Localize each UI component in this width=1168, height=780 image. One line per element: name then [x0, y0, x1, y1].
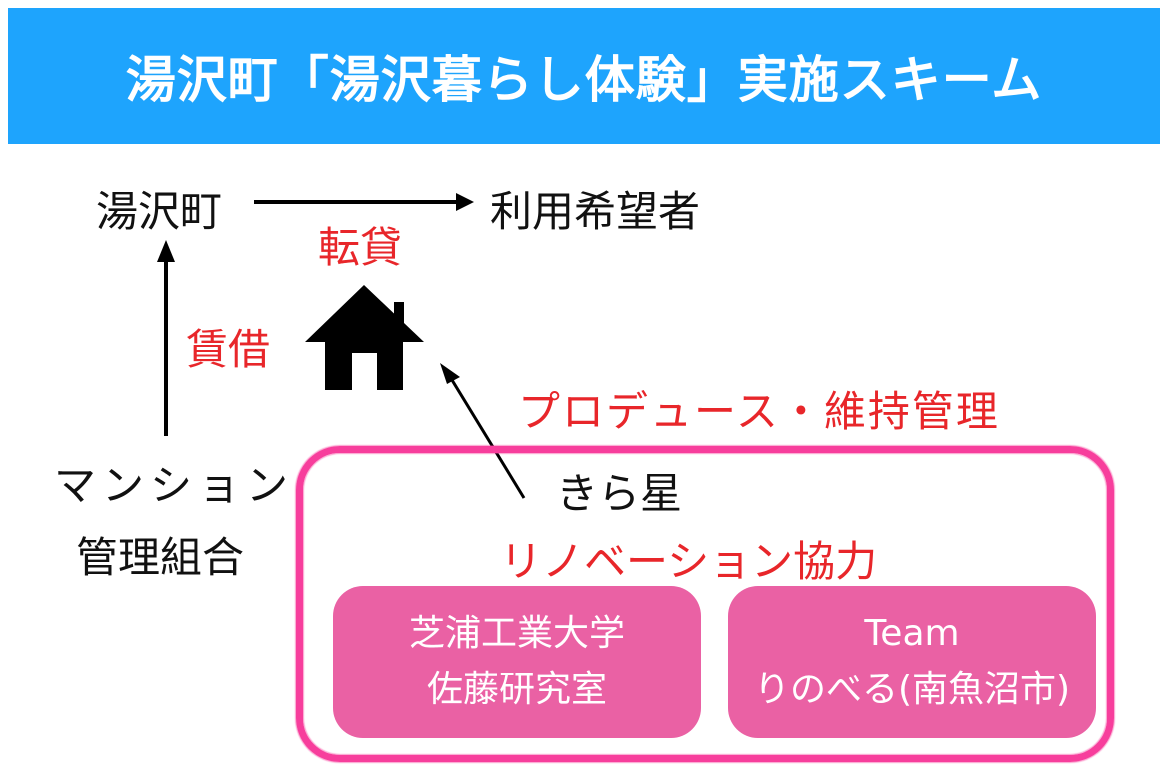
partner-name-line1: Team	[864, 613, 960, 654]
page-title: 湯沢町「湯沢暮らし体験」実施スキーム	[125, 51, 1043, 109]
produce-arrow	[440, 363, 526, 499]
partner-name-line1: 芝浦工業大学	[408, 613, 625, 654]
node-town: 湯沢町	[96, 187, 223, 236]
node-condo-association-line2: 管理組合	[76, 533, 245, 582]
renovation-group-frame	[296, 446, 1114, 762]
label-sublease: 転貸	[318, 223, 403, 272]
sublease-arrow	[254, 193, 474, 211]
label-renovation-cooperation: リノベーション協力	[500, 537, 878, 586]
lease-arrow	[157, 240, 175, 436]
label-lease: 賃借	[186, 325, 271, 374]
partner-name-line2: りのべる(南魚沼市)	[753, 669, 1071, 710]
node-kiraboshi: きら星	[556, 469, 683, 518]
partner-box-rinoberu: Team りのべる(南魚沼市)	[728, 586, 1096, 738]
title-banner: 湯沢町「湯沢暮らし体験」実施スキーム	[8, 8, 1160, 144]
partner-box-shibaura: 芝浦工業大学 佐藤研究室	[333, 586, 701, 738]
house-icon	[305, 285, 424, 390]
label-produce-maintain: プロデュース・維持管理	[518, 387, 1000, 436]
node-users: 利用希望者	[490, 187, 701, 236]
partner-name-line2: 佐藤研究室	[426, 669, 607, 710]
node-condo-association-line1: マンション	[54, 461, 295, 510]
